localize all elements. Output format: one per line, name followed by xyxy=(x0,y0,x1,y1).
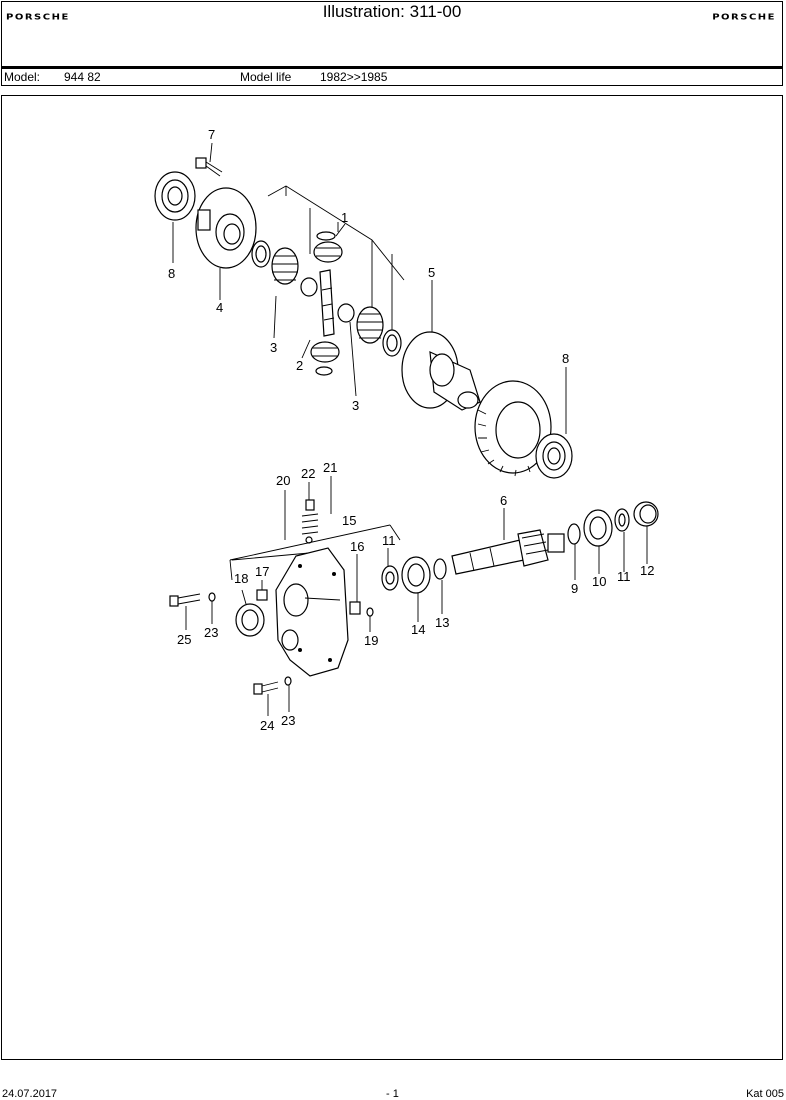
callout-3-left: 3 xyxy=(270,340,277,355)
o-ring-19 xyxy=(366,607,374,617)
callout-6: 6 xyxy=(500,493,507,508)
callout-11-right: 11 xyxy=(617,569,631,584)
bearing-race-11-left xyxy=(381,565,399,591)
callout-1: 1 xyxy=(341,210,348,225)
model-label: Model: xyxy=(4,70,41,84)
callout-8-right: 8 xyxy=(562,351,569,366)
callout-14: 14 xyxy=(411,622,425,637)
cover-housing-15 xyxy=(275,547,349,677)
footer-date: 24.07.2017 xyxy=(2,1088,58,1100)
bearing-10 xyxy=(583,509,613,547)
callout-10: 10 xyxy=(592,574,606,589)
pinion-gear-bottom xyxy=(310,341,340,376)
ring-gear-6 xyxy=(474,380,552,477)
spacer-3-right xyxy=(337,303,355,323)
bearing-8-top xyxy=(154,171,196,221)
side-gear-right xyxy=(356,306,384,344)
callout-18: 18 xyxy=(234,571,248,586)
porsche-logo-left: PORSCHE xyxy=(6,13,70,22)
cap-12 xyxy=(633,501,659,527)
callout-21: 21 xyxy=(323,460,337,475)
callout-3-right: 3 xyxy=(352,398,359,413)
callout-24: 24 xyxy=(260,718,274,733)
spring-21 xyxy=(301,499,319,544)
callout-11-left: 11 xyxy=(382,533,396,548)
washer-23-lower xyxy=(284,676,292,686)
model-info-bar: Model: 944 82 Model life 1982>>1985 xyxy=(1,67,783,86)
callout-20: 20 xyxy=(276,473,290,488)
callout-23-lower: 23 xyxy=(281,713,295,728)
header: PORSCHE Illustration: 311-00 PORSCHE xyxy=(1,1,783,67)
pin-17 xyxy=(256,589,268,601)
callout-16: 16 xyxy=(350,539,364,554)
callout-5: 5 xyxy=(428,265,435,280)
illustration-frame xyxy=(1,95,783,1060)
leader-lines xyxy=(172,142,648,716)
callout-7: 7 xyxy=(208,127,215,142)
spacer-3-left xyxy=(300,277,318,297)
bracket-lower xyxy=(229,524,401,581)
differential-housing-5 xyxy=(401,331,481,411)
callout-19: 19 xyxy=(364,633,378,648)
bolt-25 xyxy=(169,593,201,607)
bracket-upper xyxy=(267,185,405,281)
callout-25: 25 xyxy=(177,632,191,647)
side-gear-left xyxy=(271,247,299,285)
callout-8-top: 8 xyxy=(168,266,175,281)
bolt-24 xyxy=(253,681,279,695)
callout-12: 12 xyxy=(640,563,654,578)
flange-cover-4 xyxy=(195,187,257,269)
bearing-14 xyxy=(401,556,431,594)
plug-16 xyxy=(349,601,361,615)
bearing-8-right xyxy=(535,433,573,479)
ring-9 xyxy=(567,523,581,545)
callout-23-upper: 23 xyxy=(204,625,218,640)
callout-13: 13 xyxy=(435,615,449,630)
porsche-logo-right: PORSCHE xyxy=(712,13,776,22)
oil-seal-18 xyxy=(235,603,265,637)
footer-page-number: - 1 xyxy=(386,1088,399,1100)
callout-2: 2 xyxy=(296,358,303,373)
callout-numbers: 7 8 4 1 3 2 3 5 8 6 9 10 11 12 13 14 11 … xyxy=(168,127,654,733)
pinion-shaft-6 xyxy=(451,529,565,575)
footer-catalog: Kat 005 xyxy=(746,1088,784,1100)
page-title: Illustration: 311-00 xyxy=(322,2,462,21)
bolt-7 xyxy=(195,157,223,177)
callout-9: 9 xyxy=(571,581,578,596)
callout-4: 4 xyxy=(216,300,223,315)
callout-17: 17 xyxy=(255,564,269,579)
shim-13 xyxy=(433,558,447,580)
washer-23-upper xyxy=(208,592,216,602)
pinion-gear-1 xyxy=(313,231,343,263)
model-value: 944 82 xyxy=(64,70,101,84)
bearing-race-11-right xyxy=(614,508,630,532)
callout-15: 15 xyxy=(342,513,356,528)
callout-22: 22 xyxy=(301,466,315,481)
model-life-label: Model life xyxy=(240,70,292,84)
model-life-value: 1982>>1985 xyxy=(320,70,388,84)
cross-shaft-2 xyxy=(319,269,335,337)
